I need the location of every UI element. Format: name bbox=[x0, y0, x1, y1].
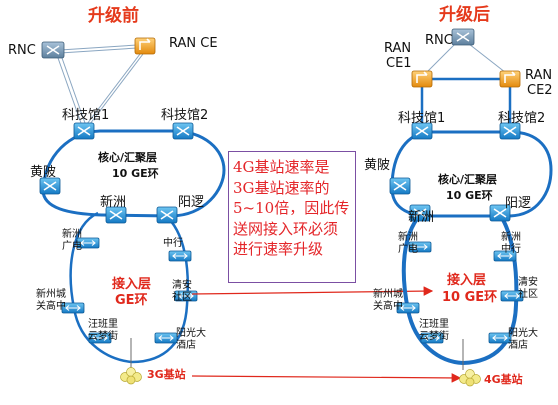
access-node-6-before-label: 阳光大 酒店 bbox=[176, 326, 209, 351]
access-node-4-after-line2: 关高中 bbox=[373, 299, 403, 312]
access-node-6-before-line1: 阳光大 bbox=[176, 326, 206, 339]
rnc-before-icon bbox=[41, 41, 65, 59]
access-node-1-before-line2: 广电 bbox=[62, 239, 82, 252]
access-ring-before-line1: 接入层 bbox=[112, 276, 151, 292]
core-node-2-before-icon bbox=[172, 122, 194, 140]
access-ring-before bbox=[69, 211, 190, 364]
access-node-5-before-line1: 汪班里 bbox=[88, 318, 118, 330]
access-node-2-after-label: 新洲 中行 bbox=[501, 230, 524, 255]
base-station-after-label: 4G基站 bbox=[484, 372, 523, 386]
core-node-5-after-label: 阳逻 bbox=[505, 196, 531, 211]
access-node-3-after-line1: 清安 bbox=[518, 275, 538, 288]
core-node-3-after-icon bbox=[389, 177, 411, 195]
upgrade-arrow-base-station bbox=[191, 373, 462, 383]
access-node-1-after-label: 新洲 广电 bbox=[398, 230, 421, 255]
access-node-2-after-line1: 新洲 bbox=[501, 230, 521, 243]
access-node-5-after-line2: 云梦街 bbox=[419, 329, 449, 342]
access-ring-after-line2: 10 GE环 bbox=[442, 290, 497, 305]
core-ring-before-line2: 10 GE环 bbox=[112, 167, 159, 180]
access-node-1-before-label: 新洲 广电 bbox=[62, 227, 85, 252]
ran-ce1-after-icon bbox=[411, 70, 433, 88]
access-node-6-after-line2: 酒店 bbox=[508, 338, 528, 351]
ran-ce1-after-line1: RAN bbox=[384, 41, 411, 56]
access-node-6-after-label: 阳光大 酒店 bbox=[508, 326, 541, 351]
access-ring-before-label: 接入层 GE环 bbox=[112, 276, 156, 308]
core-node-3-before-label: 黄陂 bbox=[30, 164, 56, 180]
title-after: 升级后 bbox=[439, 4, 490, 25]
upgrade-arrow-access bbox=[191, 286, 434, 296]
access-node-3-before-line1: 清安 bbox=[172, 278, 192, 291]
core-node-4-after-label: 新洲 bbox=[408, 209, 434, 225]
rnc-before-label: RNC bbox=[8, 43, 36, 58]
core-ring-after-label: 核心/汇聚层 10 GE环 bbox=[438, 172, 501, 202]
base-station-before-label: 3G基站 bbox=[147, 367, 186, 381]
core-node-3-after-label: 黄陂 bbox=[364, 157, 390, 173]
access-node-4-before-label: 新州城 关高中 bbox=[36, 287, 69, 312]
rnc-after-label: RNC bbox=[425, 33, 453, 48]
access-node-3-after-line2: 社区 bbox=[518, 287, 538, 300]
access-node-5-before-label: 汪班里 云梦街 bbox=[88, 318, 121, 342]
upgrade-note: 4G基站速率是3G基站速率的5~10倍，因此传送网接入环必须进行速率升级 bbox=[228, 151, 356, 283]
access-ring-after-label: 接入层 10 GE环 bbox=[442, 272, 497, 305]
core-node-1-before-icon bbox=[73, 122, 95, 140]
core-node-4-before-label: 新洲 bbox=[100, 194, 126, 210]
access-node-6-before-icon bbox=[154, 332, 178, 344]
access-node-2-before-icon bbox=[168, 250, 192, 262]
access-node-2-before-label: 中行 bbox=[163, 236, 183, 249]
core-node-2-after-label: 科技馆2 bbox=[498, 111, 545, 126]
ran-ce-before-icon bbox=[134, 37, 156, 55]
access-node-5-before-line2: 云梦街 bbox=[88, 329, 118, 342]
access-node-6-after-line1: 阳光大 bbox=[508, 326, 538, 339]
access-node-4-after-label: 新州城 关高中 bbox=[373, 287, 406, 312]
access-node-3-before-label: 清安 社区 bbox=[172, 278, 195, 303]
ran-ce1-after-line2: CE1 bbox=[386, 56, 412, 71]
access-node-3-after-label: 清安 社区 bbox=[518, 275, 541, 300]
core-ring-after-line1: 核心/汇聚层 bbox=[438, 172, 497, 186]
access-node-4-after-line1: 新州城 bbox=[373, 287, 403, 300]
base-station-after-icon bbox=[459, 369, 481, 387]
core-node-1-after-label: 科技馆1 bbox=[398, 111, 445, 126]
core-node-2-before-label: 科技馆2 bbox=[161, 108, 208, 123]
access-node-1-after-line2: 广电 bbox=[398, 242, 418, 255]
ran-ce2-after-icon bbox=[499, 70, 521, 88]
ran-ce2-after-label: RAN CE2 bbox=[525, 68, 556, 98]
access-node-6-before-line2: 酒店 bbox=[176, 338, 196, 351]
title-before: 升级前 bbox=[88, 5, 139, 26]
access-ring-after-line1: 接入层 bbox=[447, 272, 486, 288]
core-node-5-before-label: 阳逻 bbox=[178, 195, 204, 210]
core-ring-before-label: 核心/汇聚层 10 GE环 bbox=[98, 150, 161, 180]
ran-ce2-after-line2: CE2 bbox=[527, 83, 553, 98]
ran-ce1-after-label: RAN CE1 bbox=[384, 41, 415, 71]
core-node-3-before-icon bbox=[39, 177, 61, 195]
access-node-4-before-line1: 新州城 bbox=[36, 287, 66, 300]
access-node-2-after-line2: 中行 bbox=[501, 242, 521, 255]
ran-ce-before-label: RAN CE bbox=[169, 36, 218, 51]
access-node-1-before-line1: 新洲 bbox=[62, 227, 82, 240]
access-node-3-before-line2: 社区 bbox=[172, 290, 192, 303]
access-node-4-before-line2: 关高中 bbox=[36, 299, 66, 312]
core-node-5-before-icon bbox=[156, 206, 178, 224]
access-node-5-after-label: 汪班里 云梦街 bbox=[419, 318, 452, 342]
ran-ce2-after-line1: RAN bbox=[525, 68, 552, 83]
access-node-1-after-line1: 新洲 bbox=[398, 230, 418, 243]
core-node-1-before-label: 科技馆1 bbox=[62, 108, 109, 123]
access-ring-before-line2: GE环 bbox=[115, 293, 148, 308]
base-station-before-icon bbox=[120, 367, 142, 385]
access-node-5-after-line1: 汪班里 bbox=[419, 318, 449, 330]
core-ring-after-line2: 10 GE环 bbox=[446, 189, 493, 202]
rnc-after-icon bbox=[451, 28, 475, 46]
core-ring-before-line1: 核心/汇聚层 bbox=[98, 150, 157, 164]
